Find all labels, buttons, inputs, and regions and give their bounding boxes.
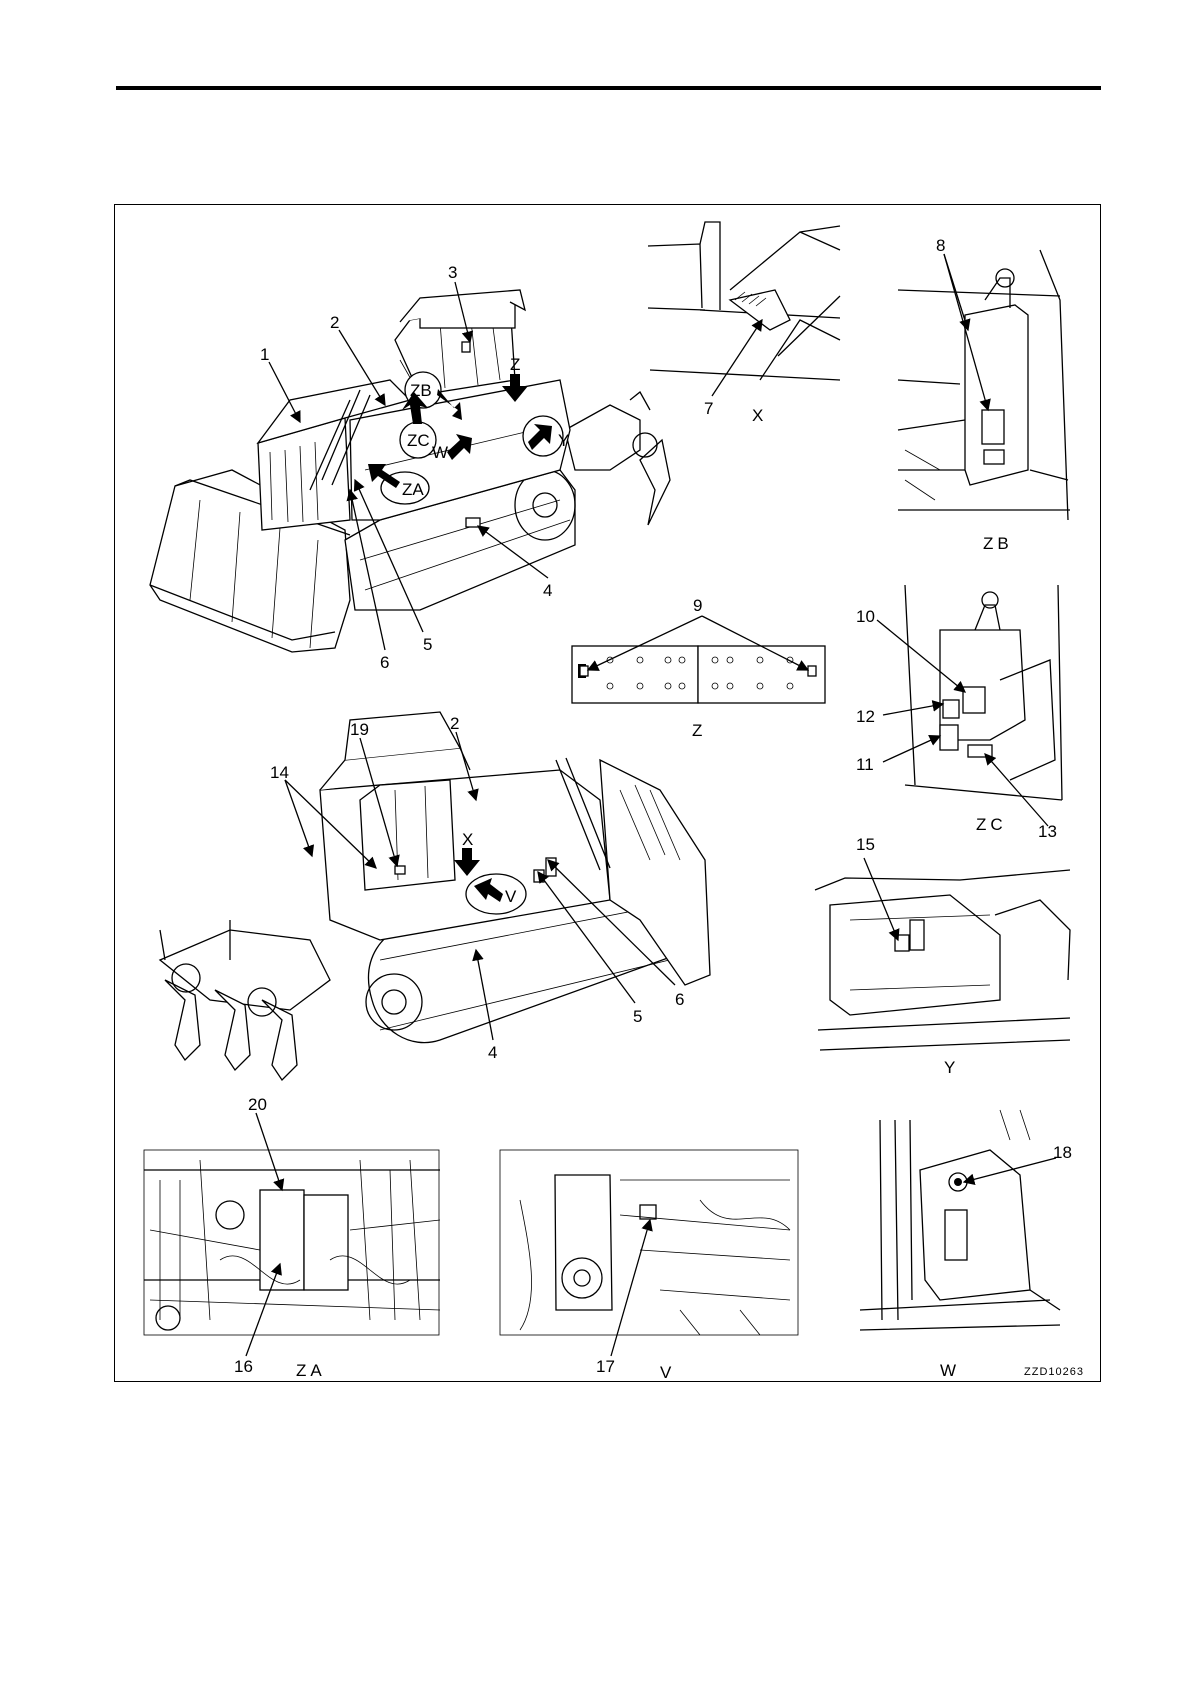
dozer-front-view: ZB ZC Z W Y ZA <box>150 263 670 672</box>
callout-10: 10 <box>856 607 875 626</box>
svg-text:ZC: ZC <box>407 431 430 450</box>
svg-text:Y: Y <box>558 431 569 450</box>
callout-8: 8 <box>936 236 945 255</box>
svg-text:X: X <box>462 830 473 849</box>
detail-view-zc: 10 12 11 13 ZC <box>856 585 1062 841</box>
callout-2: 2 <box>330 313 339 332</box>
svg-text:ZA: ZA <box>402 480 424 499</box>
callout-9: 9 <box>693 596 702 615</box>
detail-view-v: 17 V <box>500 1150 798 1382</box>
detail-view-w: 18 W <box>860 1110 1072 1380</box>
detail-view-x: 7 X <box>648 222 840 425</box>
detail-view-zb: 8 ZB <box>898 236 1070 553</box>
callout-4-rear: 4 <box>488 1043 497 1062</box>
callout-3: 3 <box>448 263 457 282</box>
detail-view-z: 9 Z <box>572 596 825 740</box>
callout-19: 19 <box>350 720 369 739</box>
svg-text:Z: Z <box>510 355 520 374</box>
caption-w: W <box>940 1361 960 1380</box>
callout-15: 15 <box>856 835 875 854</box>
callout-12: 12 <box>856 707 875 726</box>
callout-5-rear: 5 <box>633 1007 642 1026</box>
view-marker-v: V <box>466 874 526 914</box>
callout-20: 20 <box>248 1095 267 1114</box>
callout-17: 17 <box>596 1357 615 1376</box>
detail-view-y: 15 Y <box>815 835 1070 1077</box>
callout-4: 4 <box>543 581 552 600</box>
callout-6: 6 <box>380 653 389 672</box>
callout-18: 18 <box>1053 1143 1072 1162</box>
callout-2-rear: 2 <box>450 714 459 733</box>
callout-6-rear: 6 <box>675 990 684 1009</box>
svg-text:W: W <box>432 443 448 462</box>
caption-za: ZA <box>296 1361 326 1380</box>
dozer-rear-view: X V 14 19 2 4 5 6 <box>160 712 710 1080</box>
callout-13: 13 <box>1038 822 1057 841</box>
detail-view-za: 20 16 ZA <box>144 1095 440 1380</box>
caption-x: X <box>752 406 767 425</box>
caption-y: Y <box>944 1058 959 1077</box>
caption-zc: ZC <box>976 815 1007 834</box>
caption-zb: ZB <box>983 534 1013 553</box>
callout-16: 16 <box>234 1357 253 1376</box>
callout-1: 1 <box>260 345 269 364</box>
svg-text:V: V <box>505 887 517 906</box>
caption-v: V <box>660 1363 675 1382</box>
drawing-code: ZZD10263 <box>1024 1366 1084 1378</box>
callout-7: 7 <box>704 399 713 418</box>
callout-5: 5 <box>423 635 432 654</box>
caption-z: Z <box>692 721 706 740</box>
callout-11: 11 <box>856 755 874 774</box>
callout-14: 14 <box>270 763 289 782</box>
